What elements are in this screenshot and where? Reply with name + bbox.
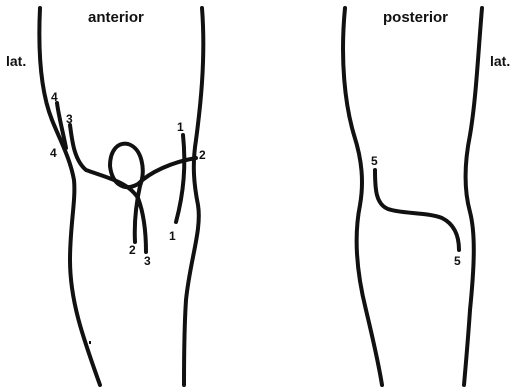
incision-1 — [176, 135, 184, 222]
marker-1-bottom: 1 — [169, 229, 176, 243]
marker-5-top: 5 — [371, 154, 378, 168]
marker-2-right: 2 — [199, 148, 206, 162]
anterior-leg-outline — [39, 8, 203, 385]
posterior-title: posterior — [383, 9, 448, 26]
posterior-right-contour — [464, 8, 482, 385]
speck-mark — [89, 341, 91, 344]
marker-3-top: 3 — [66, 112, 73, 126]
marker-2-bottom: 2 — [129, 243, 136, 257]
marker-4-top: 4 — [51, 90, 58, 104]
anterior-left-contour — [39, 8, 100, 385]
anterior-title: anterior — [88, 9, 144, 26]
posterior-lateral-label: lat. — [490, 53, 510, 69]
anterior-lateral-label: lat. — [6, 53, 26, 69]
posterior-leg-outline — [343, 8, 482, 385]
incision-5 — [375, 170, 459, 250]
marker-3-bottom: 3 — [144, 254, 151, 268]
anterior-incisions — [57, 103, 196, 344]
anterior-right-contour — [184, 8, 203, 385]
marker-5-bottom: 5 — [454, 254, 461, 268]
marker-4-bottom: 4 — [50, 146, 57, 160]
marker-1-top: 1 — [177, 120, 184, 134]
